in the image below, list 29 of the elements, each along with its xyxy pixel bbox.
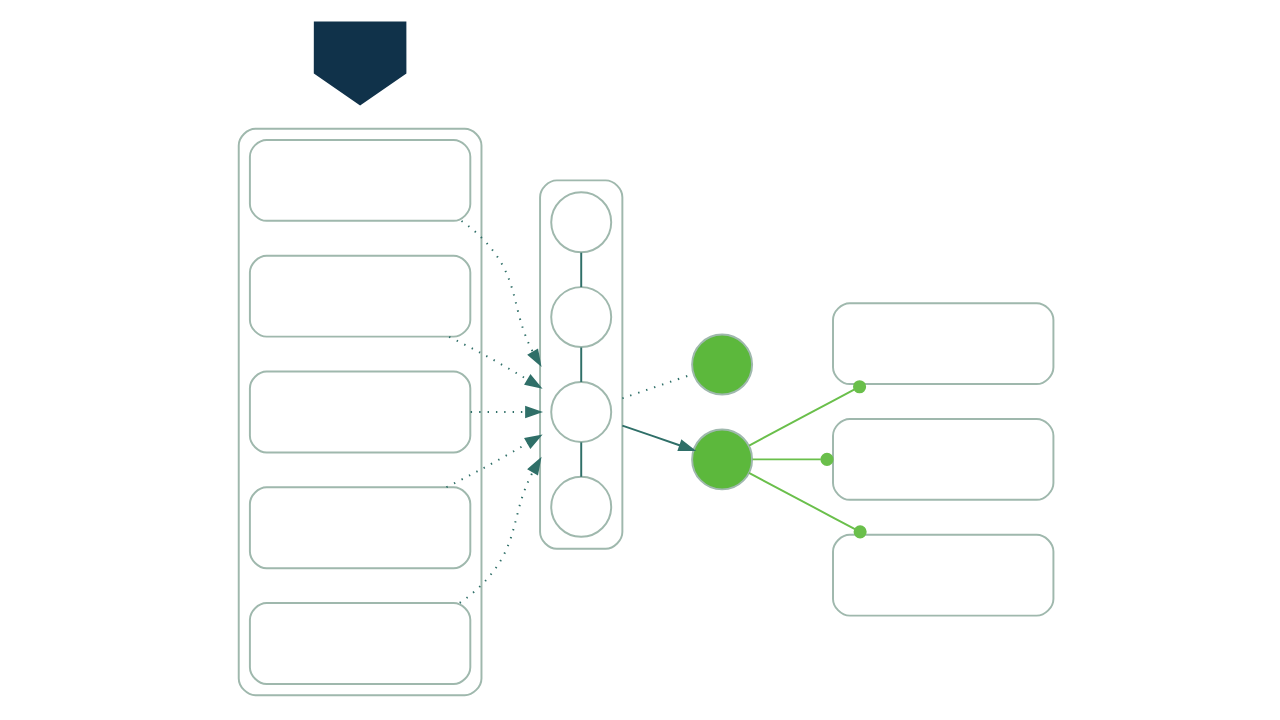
node-box (248, 370, 471, 454)
node-circle (690, 428, 753, 491)
connector (579, 346, 582, 383)
node-shield (313, 21, 406, 106)
node-box (248, 486, 471, 570)
arrow (469, 405, 543, 419)
connector (747, 471, 867, 539)
arrow (458, 456, 542, 604)
node-box (831, 417, 1054, 501)
cluster (237, 127, 482, 697)
node-circle (549, 475, 612, 538)
connector (579, 251, 582, 289)
node-box (248, 602, 471, 685)
node-box (831, 533, 1054, 617)
connector (579, 441, 582, 478)
connector (747, 380, 866, 447)
node-circle (549, 286, 612, 349)
node-circle (549, 381, 612, 443)
node-box (248, 138, 471, 222)
arrow (620, 424, 696, 452)
arrow (460, 220, 542, 368)
node-circle (549, 191, 612, 254)
arrow (444, 434, 543, 489)
connector (751, 452, 834, 466)
node-box (831, 302, 1054, 386)
arrow (447, 335, 543, 389)
node-box (248, 254, 471, 338)
node-circle (690, 333, 753, 396)
cluster (538, 179, 623, 550)
